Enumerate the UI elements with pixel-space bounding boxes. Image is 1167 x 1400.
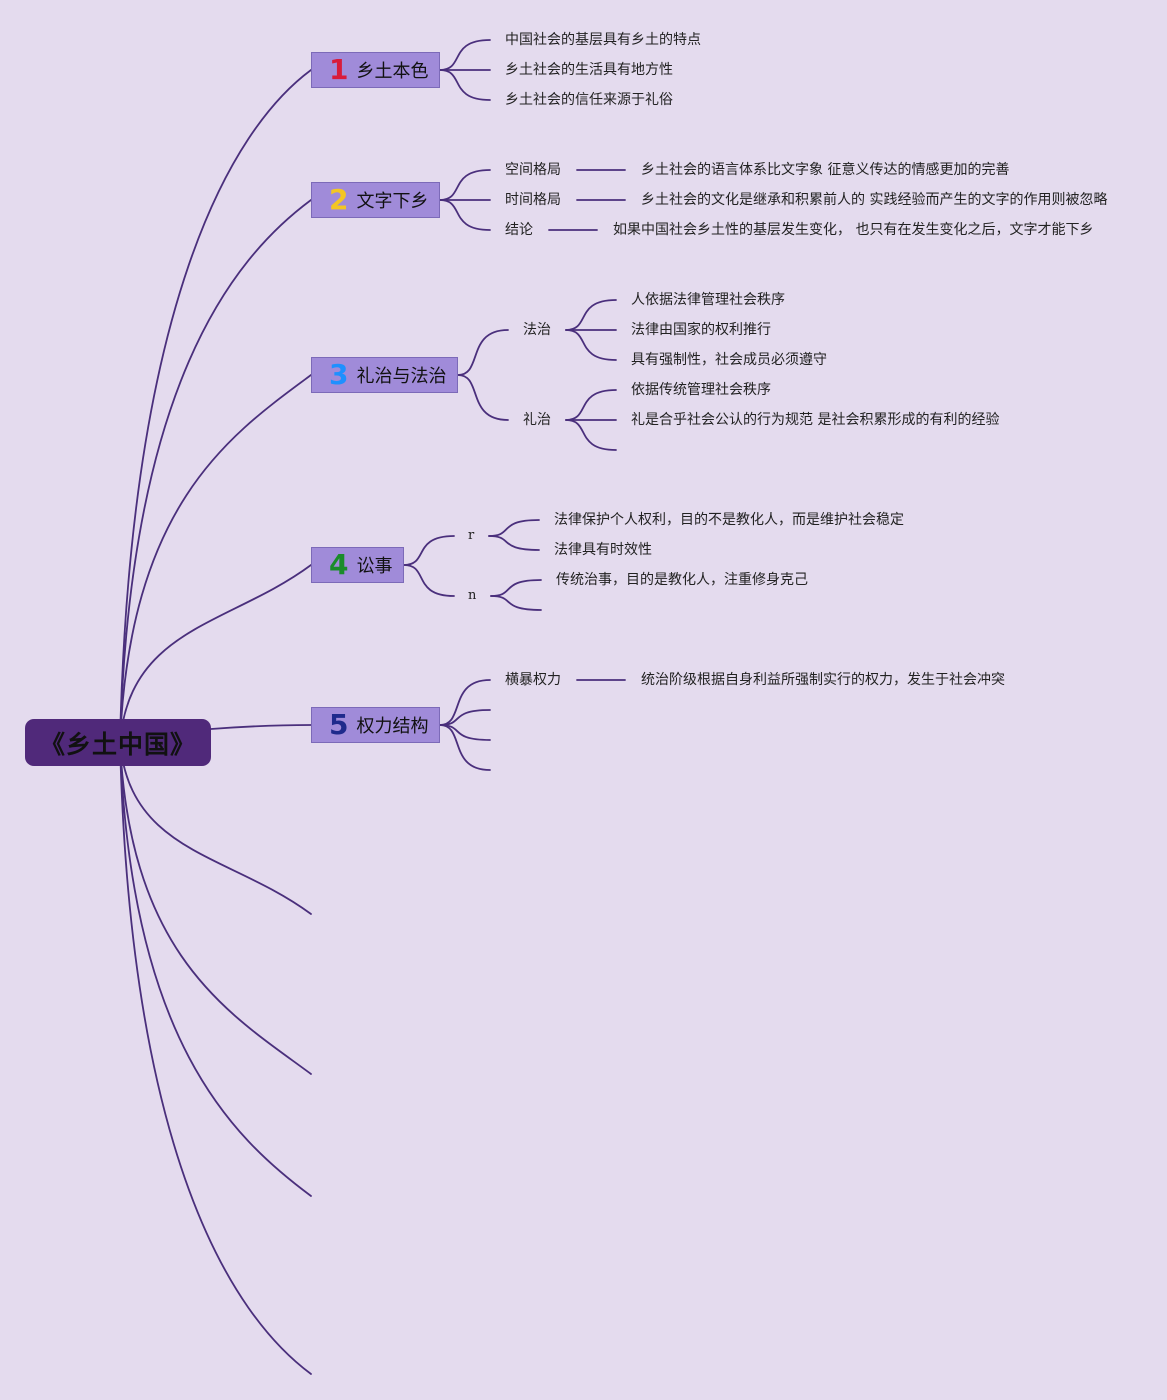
- topic-3-group-1-link-1: [565, 299, 617, 331]
- topic-2-item-3-label: 结论: [505, 222, 533, 238]
- root-branch-3: [119, 374, 312, 743]
- topic-3-group-2-label: 礼治: [523, 412, 551, 428]
- topic-1-link-3: [439, 69, 491, 101]
- topic-1-link-1: [439, 39, 491, 71]
- topic-3-group-2-link-1: [565, 389, 617, 421]
- root-branch-5: [119, 741, 312, 915]
- topic-2-label: 文字下乡: [356, 191, 429, 212]
- topic-node-4[interactable]: 4 讼事: [311, 547, 404, 583]
- topic-2-link-1: [439, 169, 491, 201]
- topic-4-link-1: [403, 535, 455, 566]
- root-branch-7: [119, 741, 312, 1197]
- topic-2-item-3-detail: 如果中国社会乡土性的基层发生变化， 也只有在发生变化之后，文字才能下乡: [613, 222, 1094, 238]
- topic-3-group-1-link-3: [565, 329, 617, 361]
- topic-5-link-4: [439, 724, 491, 771]
- topic-2-link-3: [439, 199, 491, 231]
- topic-2-number: 2: [329, 183, 349, 216]
- topic-1-label: 乡土本色: [356, 61, 429, 82]
- root-branch-1: [119, 69, 312, 743]
- topic-4-group-2-link-1: [490, 579, 542, 597]
- topic-3-group-2-link-3: [565, 419, 617, 451]
- topic-4-number: 4: [329, 548, 349, 581]
- topic-3-group-1-item-2: 法律由国家的权利推行: [631, 322, 771, 338]
- topic-4-group-1-link-1: [488, 519, 540, 537]
- topic-1-item-2: 乡土社会的生活具有地方性: [505, 62, 673, 78]
- topic-2-item-2-label: 时间格局: [505, 192, 561, 208]
- topic-5-item-1-label: 横暴权力: [505, 672, 561, 688]
- topic-node-3[interactable]: 3 礼治与法治: [311, 357, 458, 393]
- topic-1-item-3: 乡土社会的信任来源于礼俗: [505, 92, 673, 108]
- topic-4-group-2-link-2: [490, 595, 542, 611]
- topic-4-group-2-item-1: 传统治事，目的是教化人，注重修身克己: [556, 572, 808, 588]
- topic-1-item-1: 中国社会的基层具有乡土的特点: [505, 32, 701, 48]
- topic-3-label: 礼治与法治: [356, 366, 447, 387]
- root-branch-4: [119, 564, 312, 743]
- topic-3-group-1-item-1: 人依据法律管理社会秩序: [631, 292, 785, 308]
- topic-5-number: 5: [329, 708, 349, 741]
- topic-5-label: 权力结构: [356, 716, 429, 737]
- topic-4-group-1-link-2: [488, 535, 540, 551]
- topic-node-1[interactable]: 1 乡土本色: [311, 52, 440, 88]
- topic-3-group-2-item-2: 礼是合乎社会公认的行为规范 是社会积累形成的有利的经验: [631, 412, 1000, 428]
- root-branch-2: [119, 199, 312, 743]
- topic-2-item-1-detail: 乡土社会的语言体系比文字象 征意义传达的情感更加的完善: [641, 162, 1010, 178]
- root-title: 《乡土中国》: [39, 729, 196, 759]
- topic-3-group-1-item-3: 具有强制性，社会成员必须遵守: [631, 352, 827, 368]
- topic-3-group-2-item-1: 依据传统管理社会秩序: [631, 382, 771, 398]
- root-branch-topic-5: [210, 724, 312, 730]
- topic-2-item-1-label: 空间格局: [505, 162, 561, 178]
- topic-2-item-2-detail: 乡土社会的文化是继承和积累前人的 实践经验而产生的文字的作用则被忽略: [641, 192, 1108, 208]
- topic-4-label: 讼事: [356, 556, 393, 577]
- topic-4-link-2: [403, 564, 455, 597]
- topic-4-group-1-item-2: 法律具有时效性: [554, 542, 652, 558]
- topic-4-group-1-item-1: 法律保护个人权利，目的不是教化人，而是维护社会稳定: [554, 512, 904, 528]
- topic-3-group-1-label: 法治: [523, 322, 551, 338]
- root-branch-8: [119, 741, 312, 1375]
- topic-5-item-1-detail: 统治阶级根据自身利益所强制实行的权力，发生于社会冲突: [641, 672, 1005, 688]
- topic-3-number: 3: [329, 358, 349, 391]
- topic-5-link-1: [439, 679, 491, 726]
- topic-4-group-1-label: r: [468, 528, 475, 543]
- root-node[interactable]: 《乡土中国》: [25, 719, 211, 766]
- root-branch-6: [119, 741, 312, 1075]
- topic-4-group-2-label: n: [468, 588, 477, 603]
- topic-3-link-2: [457, 374, 509, 421]
- topic-node-5[interactable]: 5 权力结构: [311, 707, 440, 743]
- topic-node-2[interactable]: 2 文字下乡: [311, 182, 440, 218]
- topic-3-link-1: [457, 329, 509, 376]
- topic-1-number: 1: [329, 53, 349, 86]
